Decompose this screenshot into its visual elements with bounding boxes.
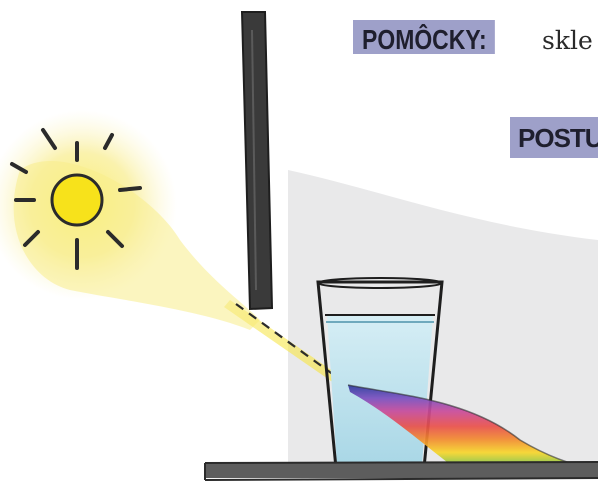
procedure-heading: POSTU: [510, 117, 598, 158]
table-surface: [198, 462, 598, 500]
materials-text: skle: [542, 26, 593, 55]
sun-glow: [0, 110, 260, 330]
materials-heading: POMÔCKY:: [353, 20, 495, 54]
wooden-post: [242, 12, 272, 309]
